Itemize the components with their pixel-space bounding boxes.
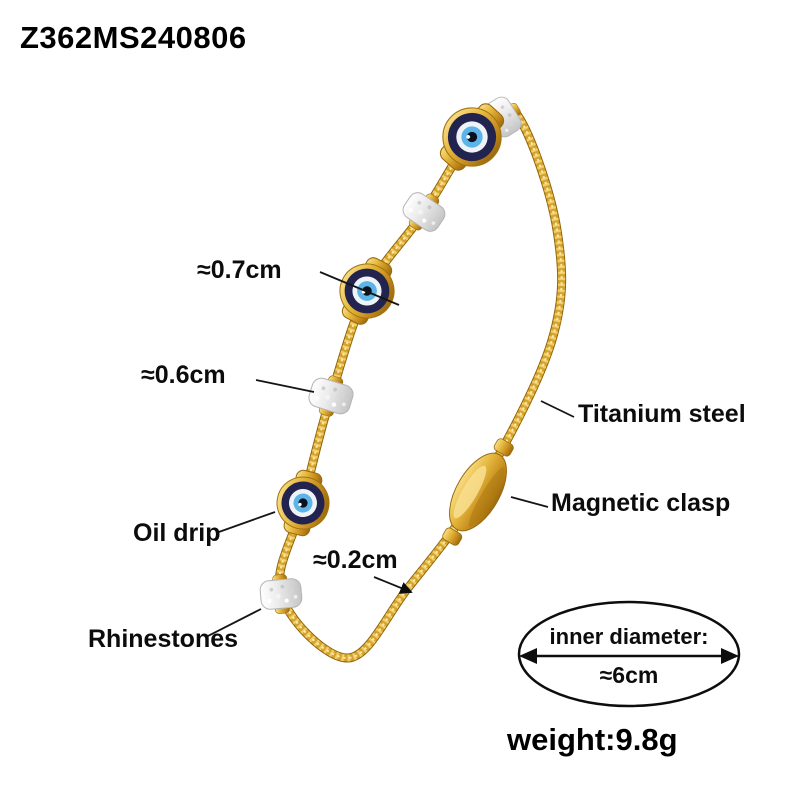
callout-clasp: Magnetic clasp <box>551 489 731 517</box>
leader-rhinestones <box>205 608 262 638</box>
callout-wire-diameter: ≈0.2cm <box>313 546 398 574</box>
inner-diameter-ellipse <box>517 600 741 708</box>
rhinestone-bead-2 <box>304 370 358 422</box>
callout-oil-drip: Oil drip <box>133 519 221 547</box>
callout-rhinestones: Rhinestones <box>88 625 239 653</box>
leader-oil-drip <box>215 511 276 534</box>
leader-lines <box>205 271 575 638</box>
leader-wire-diameter-arrow <box>373 576 413 594</box>
inner-diameter-label: inner diameter: <box>549 624 709 649</box>
callout-rhinestone-size: ≈0.6cm <box>141 361 226 389</box>
rhinestone-bead-3 <box>258 572 304 616</box>
arrow-left-icon <box>519 648 537 664</box>
inner-diameter-figure <box>517 600 741 708</box>
leader-bead-size <box>319 271 400 306</box>
evil-eye-bead-3 <box>269 465 337 541</box>
callout-bead-size: ≈0.7cm <box>197 256 282 284</box>
bangle-wire <box>274 105 567 663</box>
product-code: Z362MS240806 <box>20 20 247 55</box>
weight-label: weight:9.8g <box>507 722 678 757</box>
leader-material <box>540 400 575 418</box>
callout-material: Titanium steel <box>578 400 746 428</box>
leader-clasp <box>510 496 549 508</box>
magnetic-clasp-barrel <box>442 438 514 546</box>
leader-rhinestone-size <box>255 379 315 393</box>
arrow-right-icon <box>721 648 739 664</box>
inner-diameter-value: ≈6cm <box>599 662 659 688</box>
